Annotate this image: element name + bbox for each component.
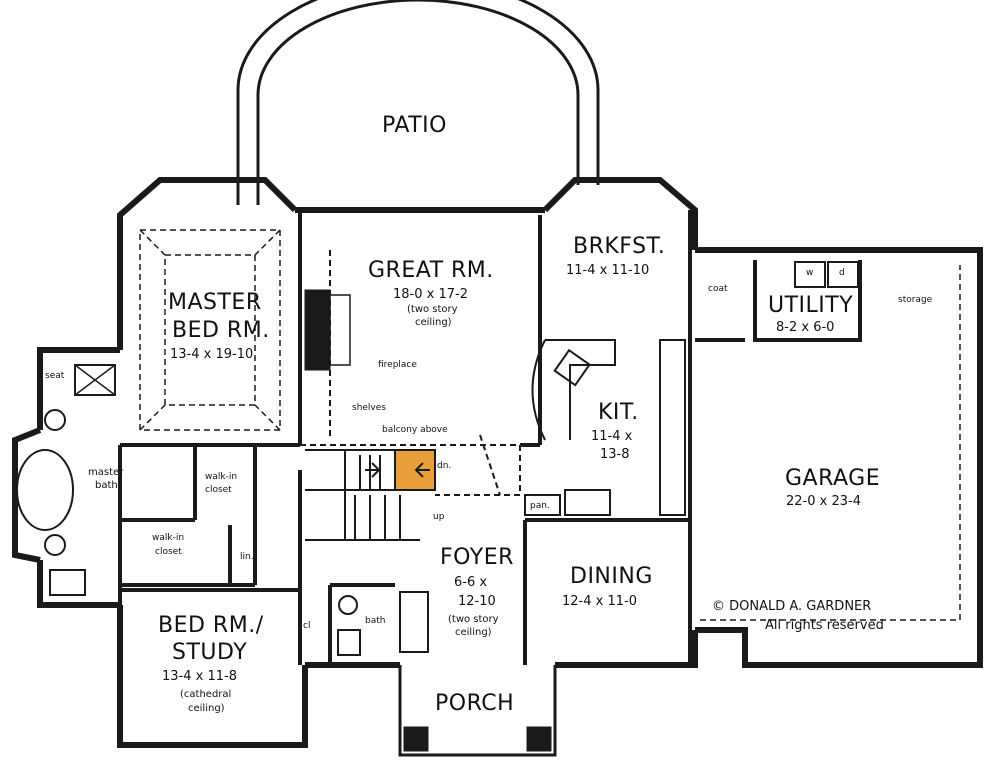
fireplace-label: fireplace <box>378 360 417 370</box>
great-room-name: GREAT RM. <box>368 258 494 283</box>
utility-dims: 8-2 x 6-0 <box>776 320 835 335</box>
breakfast-name: BRKFST. <box>573 234 666 259</box>
up-label: up <box>433 512 445 522</box>
walk-in-closet-1a: walk-in <box>205 472 238 482</box>
washer-label: w <box>806 268 814 278</box>
copyright-line2: All rights reserved <box>765 618 884 633</box>
foyer-note1: (two story <box>448 614 499 625</box>
balcony-label: balcony above <box>382 425 448 435</box>
shelves-label: shelves <box>352 403 386 413</box>
foyer-note2: ceiling) <box>455 627 492 638</box>
patio-label: PATIO <box>382 113 447 138</box>
master-bed-name1: MASTER <box>168 290 262 315</box>
exterior-walls <box>12 177 983 748</box>
dryer-label: d <box>839 268 845 278</box>
master-bath-label2: bath <box>95 480 118 491</box>
foyer-dims1: 6-6 x <box>454 575 488 590</box>
walk-in-closet-2b: closet <box>155 547 182 557</box>
bath-label: bath <box>365 616 386 626</box>
porch <box>398 665 557 757</box>
patio-arch <box>236 0 600 205</box>
breakfast-dims: 11-4 x 11-10 <box>566 263 650 278</box>
stairway <box>305 449 436 541</box>
down-label: dn. <box>437 461 452 471</box>
master-bath-label1: master <box>88 467 124 478</box>
bedroom-study-name2: STUDY <box>172 640 248 665</box>
kitchen-dims1: 11-4 x <box>591 429 633 444</box>
coat-label: coat <box>708 284 728 294</box>
master-bed-dims: 13-4 x 19-10 <box>170 347 254 362</box>
porch-label: PORCH <box>435 691 515 716</box>
garage-dims: 22-0 x 23-4 <box>786 494 861 509</box>
storage-label: storage <box>898 295 933 305</box>
great-room-dims: 18-0 x 17-2 <box>393 287 468 302</box>
walk-in-closet-1b: closet <box>205 485 232 495</box>
dining-dims: 12-4 x 11-0 <box>562 594 637 609</box>
kitchen-name: KIT. <box>598 400 639 425</box>
bedroom-study-note1: (cathedral <box>180 689 232 700</box>
walk-in-closet-2a: walk-in <box>152 533 185 543</box>
toilet-icon <box>49 569 86 596</box>
closet-label: cl <box>303 621 311 631</box>
interior-walls <box>118 210 862 665</box>
kitchen-island <box>524 339 686 516</box>
bathtub-icon <box>16 449 74 531</box>
foyer-name: FOYER <box>440 545 514 570</box>
linen-label: lin. <box>240 552 254 562</box>
great-room-note2: ceiling) <box>415 317 452 328</box>
fireplace-icon <box>304 289 331 371</box>
foyer-tub-icon <box>399 591 429 653</box>
great-room-note1: (two story <box>407 304 458 315</box>
utility-name: UTILITY <box>768 293 854 318</box>
shower-icon <box>74 364 116 396</box>
seat-label: seat <box>45 371 65 381</box>
bedroom-study-note2: ceiling) <box>188 703 225 714</box>
master-tray-ceiling <box>139 229 281 431</box>
bedroom-study-name1: BED RM./ <box>158 613 264 638</box>
master-bed-name2: BED RM. <box>172 318 270 343</box>
foyer-dims2: 12-10 <box>458 594 496 609</box>
bedroom-study-dims: 13-4 x 11-8 <box>162 669 237 684</box>
kitchen-dims2: 13-8 <box>600 447 630 462</box>
garage-name: GARAGE <box>785 466 881 491</box>
washer-dryer <box>794 261 859 288</box>
pantry-label: pan. <box>530 501 550 511</box>
copyright-line1: © DONALD A. GARDNER <box>712 599 872 614</box>
dining-name: DINING <box>570 564 653 589</box>
